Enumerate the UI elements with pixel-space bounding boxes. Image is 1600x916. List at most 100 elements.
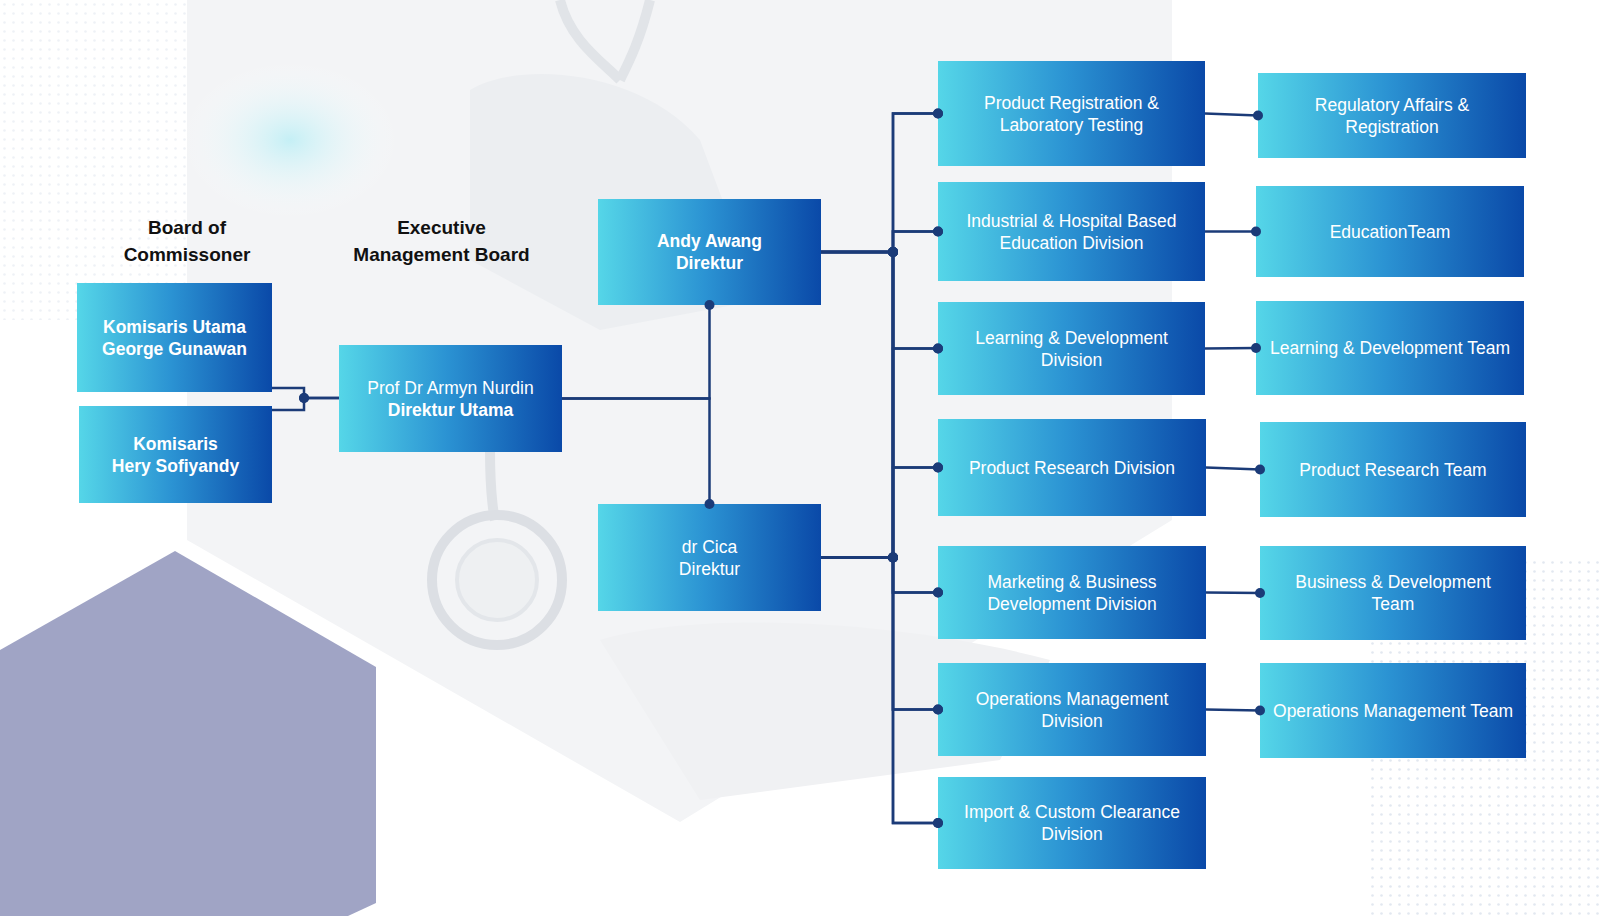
box-text: dr Cica [682, 536, 737, 558]
org-box: Operations Management Division [938, 663, 1206, 756]
connector [1206, 591, 1260, 594]
connector [821, 252, 938, 593]
connector-dot [705, 499, 715, 509]
stethoscope-head [457, 540, 537, 620]
connector-dot [888, 247, 898, 257]
connector-dot [1253, 111, 1263, 121]
box-text: Marketing & Business Development Divisio… [950, 571, 1194, 615]
box-text: Komisaris Utama [103, 316, 246, 338]
connector-dot [933, 705, 943, 715]
connector [1205, 114, 1258, 116]
org-box: Product Research Division [938, 419, 1206, 516]
group-heading: Executive Management Board [344, 214, 539, 268]
box-text: Learning & Development Team [1270, 337, 1510, 359]
org-box: Operations Management Team [1260, 663, 1526, 758]
org-box: Business & Development Team [1260, 546, 1526, 640]
connector-dot [933, 109, 943, 119]
box-text: Prof Dr Armyn Nurdin [367, 377, 533, 399]
connector-dot [299, 393, 309, 403]
connector-dot [888, 553, 898, 563]
connector-dot [933, 227, 943, 237]
connector-dot [933, 463, 943, 473]
connector [821, 232, 938, 558]
connector-dot [888, 247, 898, 257]
connector [1205, 230, 1256, 233]
dot-pattern [0, 0, 190, 320]
org-box: Prof Dr Armyn NurdinDirektur Utama [339, 345, 562, 452]
org-box: Andy AwangDirektur [598, 199, 821, 305]
connector [821, 252, 938, 349]
box-text: Hery Sofiyandy [112, 455, 239, 477]
org-box: dr CicaDirektur [598, 504, 821, 611]
connector-dot [888, 553, 898, 563]
box-text: Andy Awang [657, 230, 762, 252]
connector [821, 558, 938, 824]
connector-dot [1255, 706, 1265, 716]
connector-dot [933, 588, 943, 598]
connector-dot [888, 247, 898, 257]
box-text: Operations Management Division [950, 688, 1194, 732]
org-box: Learning & Development Team [1256, 301, 1524, 395]
connector [821, 558, 938, 710]
org-box: Learning & Development Division [938, 302, 1205, 395]
connector [562, 399, 710, 505]
connector-dot [705, 300, 715, 310]
connector-dot [933, 818, 943, 828]
connector-dot [888, 247, 898, 257]
connector-dot [888, 553, 898, 563]
connector-dot [888, 553, 898, 563]
connector-dot [888, 553, 898, 563]
box-text: George Gunawan [102, 338, 247, 360]
connector [562, 305, 710, 399]
org-box: KomisarisHery Sofiyandy [79, 406, 272, 503]
box-text: Direktur [679, 558, 740, 580]
box-text: Operations Management Team [1273, 700, 1513, 722]
connector [272, 388, 339, 398]
connector [821, 252, 938, 468]
connector-dot [888, 553, 898, 563]
connector [821, 252, 938, 823]
box-text: Industrial & Hospital Based Education Di… [950, 210, 1193, 254]
box-text: Direktur Utama [388, 399, 513, 421]
org-box: Product Registration & Laboratory Testin… [938, 61, 1205, 166]
connector-dot [933, 344, 943, 354]
stethoscope-head [432, 515, 562, 645]
org-box: Industrial & Hospital Based Education Di… [938, 182, 1205, 281]
connector [821, 114, 938, 558]
box-text: Learning & Development Division [950, 327, 1193, 371]
org-box: Komisaris UtamaGeorge Gunawan [77, 283, 272, 392]
org-box: Product Research Team [1260, 422, 1526, 517]
connector-dot [1251, 227, 1261, 237]
connector-dot [888, 553, 898, 563]
box-text: Business & Development Team [1272, 571, 1514, 615]
connector-dot [1255, 588, 1265, 598]
box-text: Komisaris [133, 433, 218, 455]
org-box: Import & Custom Clearance Division [938, 777, 1206, 869]
light-glow [180, 60, 400, 220]
connector-dot [888, 247, 898, 257]
connector-dot [933, 463, 943, 473]
org-box: Marketing & Business Development Divisio… [938, 546, 1206, 639]
org-box: EducationTeam [1256, 186, 1524, 277]
org-box: Regulatory Affairs & Registration [1258, 73, 1526, 158]
connector-dot [933, 588, 943, 598]
connector [821, 232, 938, 253]
group-heading: Board of Commissoner [107, 214, 267, 268]
connector-dot [933, 705, 943, 715]
box-text: Regulatory Affairs & Registration [1270, 94, 1514, 138]
stethoscope-tube [560, 0, 650, 80]
box-text: Product Research Division [969, 457, 1175, 479]
box-text: Import & Custom Clearance Division [950, 801, 1194, 845]
connector [821, 349, 938, 558]
box-text: Direktur [676, 252, 743, 274]
box-text: EducationTeam [1330, 221, 1451, 243]
connector-dot [1255, 465, 1265, 475]
hexagon-decoration [0, 551, 376, 916]
connector [1205, 347, 1256, 350]
connector-dot [299, 393, 309, 403]
connector-dot [933, 227, 943, 237]
connector [1206, 468, 1260, 470]
connector-dot [933, 109, 943, 119]
connector-dot [1251, 343, 1261, 353]
connector [821, 468, 938, 558]
